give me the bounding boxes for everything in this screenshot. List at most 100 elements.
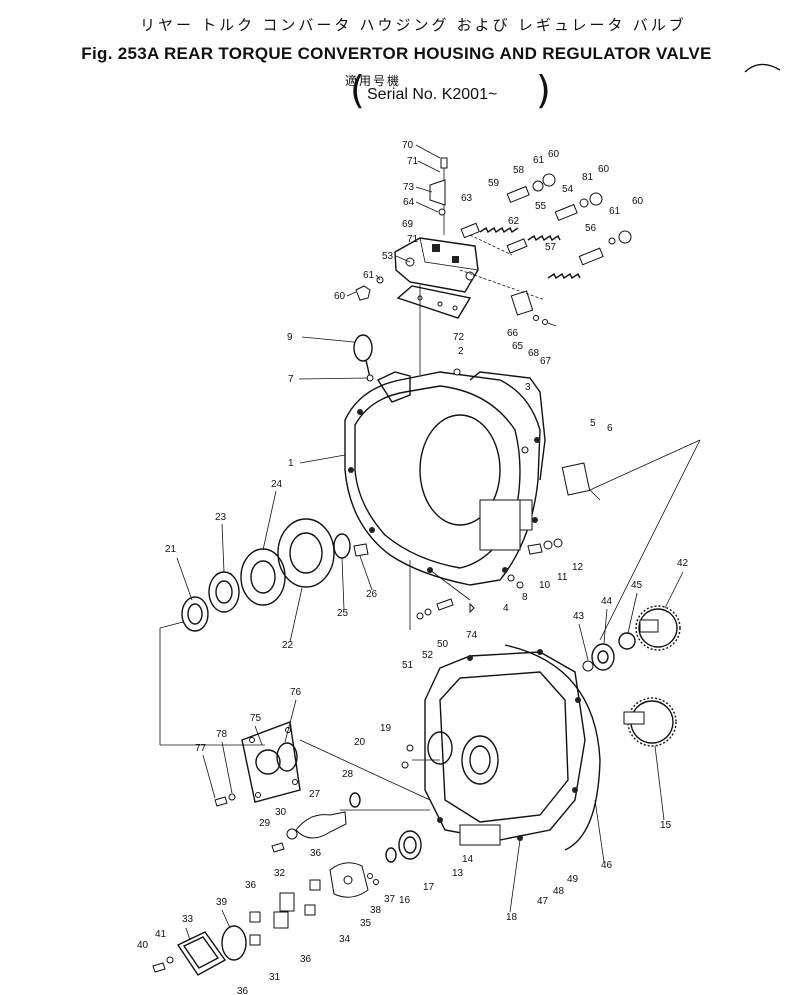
- figure-title: Fig. 253A REAR TORQUE CONVERTOR HOUSING …: [81, 44, 712, 63]
- callout-24: 24: [271, 479, 283, 490]
- callout-60: 60: [334, 291, 346, 302]
- callout-10: 10: [539, 580, 551, 591]
- callout-3: 3: [525, 382, 531, 393]
- applicability-label: 適用号機: [345, 74, 402, 88]
- callout-35: 35: [360, 918, 372, 929]
- regulator-valve-assembly: [355, 157, 632, 375]
- callout-16: 16: [399, 895, 411, 906]
- callout-63: 63: [461, 193, 473, 204]
- eye-bolt: [353, 334, 373, 362]
- callout-74: 74: [466, 630, 478, 641]
- callout-1: 1: [288, 458, 294, 469]
- callout-46: 46: [601, 860, 613, 871]
- callout-9: 9: [287, 332, 293, 343]
- callout-8: 8: [522, 592, 528, 603]
- callout-5: 5: [590, 418, 596, 429]
- callout-59: 59: [488, 178, 500, 189]
- callout-42: 42: [677, 558, 689, 569]
- callout-36: 36: [237, 986, 249, 995]
- callout-73: 73: [403, 182, 415, 193]
- callout-58: 58: [513, 165, 525, 176]
- callout-37: 37: [384, 894, 396, 905]
- callout-43: 43: [573, 611, 585, 622]
- callout-61: 61: [609, 206, 621, 217]
- callout-64: 64: [403, 197, 415, 208]
- callout-76: 76: [290, 687, 302, 698]
- callout-72: 72: [453, 332, 465, 343]
- callout-7: 7: [288, 374, 294, 385]
- callout-52: 52: [422, 650, 434, 661]
- callout-66: 66: [507, 328, 519, 339]
- converter-housing: [344, 371, 546, 630]
- callout-54: 54: [562, 184, 574, 195]
- callout-55: 55: [535, 201, 547, 212]
- callout-21: 21: [165, 544, 177, 555]
- callout-36: 36: [245, 880, 257, 891]
- callout-49: 49: [567, 874, 579, 885]
- callout-48: 48: [553, 886, 565, 897]
- callout-26: 26: [366, 589, 378, 600]
- callout-27: 27: [309, 789, 321, 800]
- callout-71: 71: [407, 234, 419, 245]
- callout-18: 18: [506, 912, 518, 923]
- callout-60: 60: [598, 164, 610, 175]
- callout-19: 19: [380, 723, 392, 734]
- callout-60: 60: [632, 196, 644, 207]
- callout-68: 68: [528, 348, 540, 359]
- callout-34: 34: [339, 934, 351, 945]
- pump-cover-group: [152, 721, 431, 976]
- callout-56: 56: [585, 223, 597, 234]
- bearing-group: [159, 518, 369, 745]
- leader-lines: [176, 144, 684, 941]
- rear-housing: [401, 644, 601, 851]
- callout-51: 51: [402, 660, 414, 671]
- callout-71: 71: [407, 156, 419, 167]
- callout-15: 15: [660, 820, 672, 831]
- callout-labels: 70 71 73 64 69 71 53 61 60 58 61 60 59 6…: [137, 140, 689, 995]
- callout-50: 50: [437, 639, 449, 650]
- callout-20: 20: [354, 737, 366, 748]
- cover-plate: [561, 462, 591, 496]
- callout-41: 41: [155, 929, 167, 940]
- callout-28: 28: [342, 769, 354, 780]
- callout-53: 53: [382, 251, 394, 262]
- callout-25: 25: [337, 608, 349, 619]
- callout-70: 70: [402, 140, 414, 151]
- callout-67: 67: [540, 356, 552, 367]
- callout-4: 4: [503, 603, 509, 614]
- callout-22: 22: [282, 640, 294, 651]
- callout-30: 30: [275, 807, 287, 818]
- callout-38: 38: [370, 905, 382, 916]
- callout-32: 32: [274, 868, 286, 879]
- callout-60: 60: [548, 149, 560, 160]
- callout-69: 69: [402, 219, 414, 230]
- callout-75: 75: [250, 713, 262, 724]
- callout-44: 44: [601, 596, 613, 607]
- callout-78: 78: [216, 729, 228, 740]
- callout-39: 39: [216, 897, 228, 908]
- callout-17: 17: [423, 882, 435, 893]
- callout-31: 31: [269, 972, 281, 983]
- callout-36: 36: [310, 848, 322, 859]
- callout-23: 23: [215, 512, 227, 523]
- callout-47: 47: [537, 896, 549, 907]
- callout-65: 65: [512, 341, 524, 352]
- callout-33: 33: [182, 914, 194, 925]
- callout-2: 2: [458, 346, 464, 357]
- gear-assembly: [582, 439, 701, 747]
- right-paren: ): [536, 68, 551, 112]
- callout-61: 61: [533, 155, 545, 166]
- corner-mark: [744, 63, 781, 73]
- left-paren: (: [350, 68, 365, 112]
- callout-81: 81: [582, 172, 594, 183]
- callout-11: 11: [557, 572, 568, 583]
- serial-number: Serial No. K2001~: [367, 86, 498, 103]
- callout-12: 12: [572, 562, 584, 573]
- callout-14: 14: [462, 854, 474, 865]
- callout-13: 13: [452, 868, 464, 879]
- callout-6: 6: [607, 423, 613, 434]
- callout-40: 40: [137, 940, 149, 951]
- callout-29: 29: [259, 818, 271, 829]
- callout-36: 36: [300, 954, 312, 965]
